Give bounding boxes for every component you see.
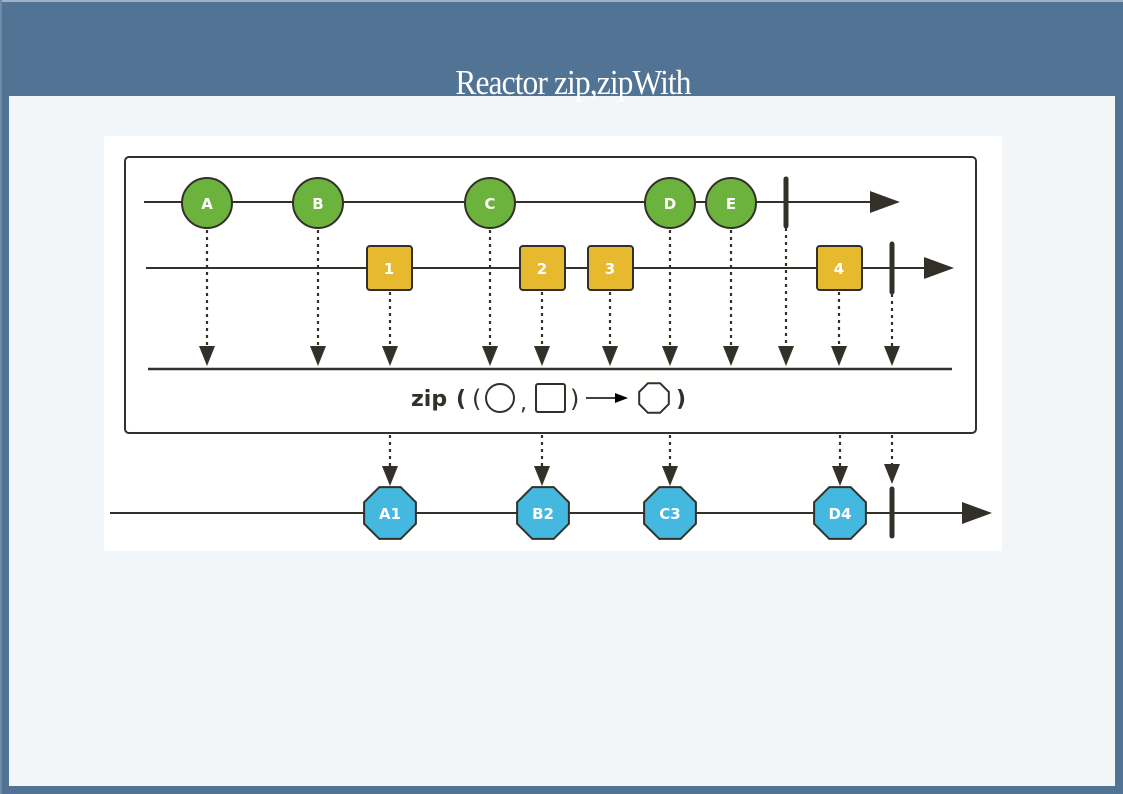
marble-circle [644, 177, 696, 229]
tuple-open-paren: ( [472, 385, 481, 413]
output-item: C3 [643, 486, 697, 540]
output-item: A1 [363, 486, 417, 540]
marble-label: 2 [537, 260, 547, 278]
arrow-down-icon [884, 346, 900, 366]
circle-symbol-icon [485, 383, 515, 413]
source2-item: 3 [587, 245, 634, 291]
operator-open-paren: ( [456, 387, 466, 412]
marble-label: C3 [659, 505, 680, 523]
marble-diagram: A B C D E 1 2 3 4 zip ( ( , ) [104, 136, 1002, 551]
arrow-down-icon [602, 346, 618, 366]
source1-item: A [181, 177, 233, 229]
marble-label: 1 [384, 260, 394, 278]
marble-octagon [813, 486, 867, 540]
source2-item: 1 [366, 245, 413, 291]
source2-item: 2 [519, 245, 566, 291]
source1-item: D [644, 177, 696, 229]
marble-square [366, 245, 413, 291]
operator-close-paren: ) [676, 387, 686, 412]
window-frame-top [0, 0, 1123, 2]
output-item: B2 [516, 486, 570, 540]
marble-label: A [201, 195, 213, 213]
marble-label: A1 [379, 505, 401, 523]
arrow-down-icon [382, 346, 398, 366]
arrow-down-icon [662, 466, 678, 486]
octagon-symbol-icon [638, 382, 670, 414]
marble-label: C [484, 195, 495, 213]
marble-label: D4 [829, 505, 852, 523]
marble-label: B [312, 195, 323, 213]
marble-label: D [664, 195, 676, 213]
window-frame-left [0, 0, 2, 794]
arrow-down-icon [778, 346, 794, 366]
arrow-right-icon [962, 502, 992, 524]
marble-octagon [516, 486, 570, 540]
arrow-right-icon [924, 257, 954, 279]
tuple-comma: , [520, 391, 527, 416]
marble-label: 4 [834, 260, 844, 278]
marble-square [587, 245, 634, 291]
arrow-down-icon [482, 346, 498, 366]
input-arrows [199, 228, 900, 366]
marble-octagon [363, 486, 417, 540]
tuple-close-paren: ) [570, 385, 579, 413]
marble-circle [181, 177, 233, 229]
arrow-down-icon [534, 466, 550, 486]
marble-label: B2 [532, 505, 554, 523]
operator-box [124, 156, 977, 434]
marble-square [816, 245, 863, 291]
square-symbol-icon [535, 383, 566, 413]
page-title: Reactor zip,zipWith [455, 63, 691, 102]
operator-keyword: zip [411, 387, 447, 412]
operator-label: zip ( ( , ) ) [411, 382, 686, 416]
source2-item: 4 [816, 245, 863, 291]
arrow-down-icon [884, 464, 900, 484]
arrow-down-icon [662, 346, 678, 366]
marble-circle [464, 177, 516, 229]
marble-diagram-svg: A B C D E 1 2 3 4 zip ( ( , ) [110, 156, 992, 540]
output-item: D4 [813, 486, 867, 540]
arrow-down-icon [832, 466, 848, 486]
maps-to-arrow-icon [615, 393, 628, 403]
marble-circle [292, 177, 344, 229]
arrow-down-icon [723, 346, 739, 366]
arrow-right-icon [870, 191, 900, 213]
arrow-down-icon [310, 346, 326, 366]
source1-item: E [705, 177, 757, 229]
source1-item: C [464, 177, 516, 229]
marble-label: E [726, 195, 736, 213]
arrow-down-icon [534, 346, 550, 366]
output-arrows [382, 435, 900, 486]
marble-circle [705, 177, 757, 229]
arrow-down-icon [831, 346, 847, 366]
arrow-down-icon [382, 466, 398, 486]
marble-square [519, 245, 566, 291]
arrow-down-icon [199, 346, 215, 366]
marble-octagon [643, 486, 697, 540]
source1-item: B [292, 177, 344, 229]
marble-label: 3 [605, 260, 615, 278]
